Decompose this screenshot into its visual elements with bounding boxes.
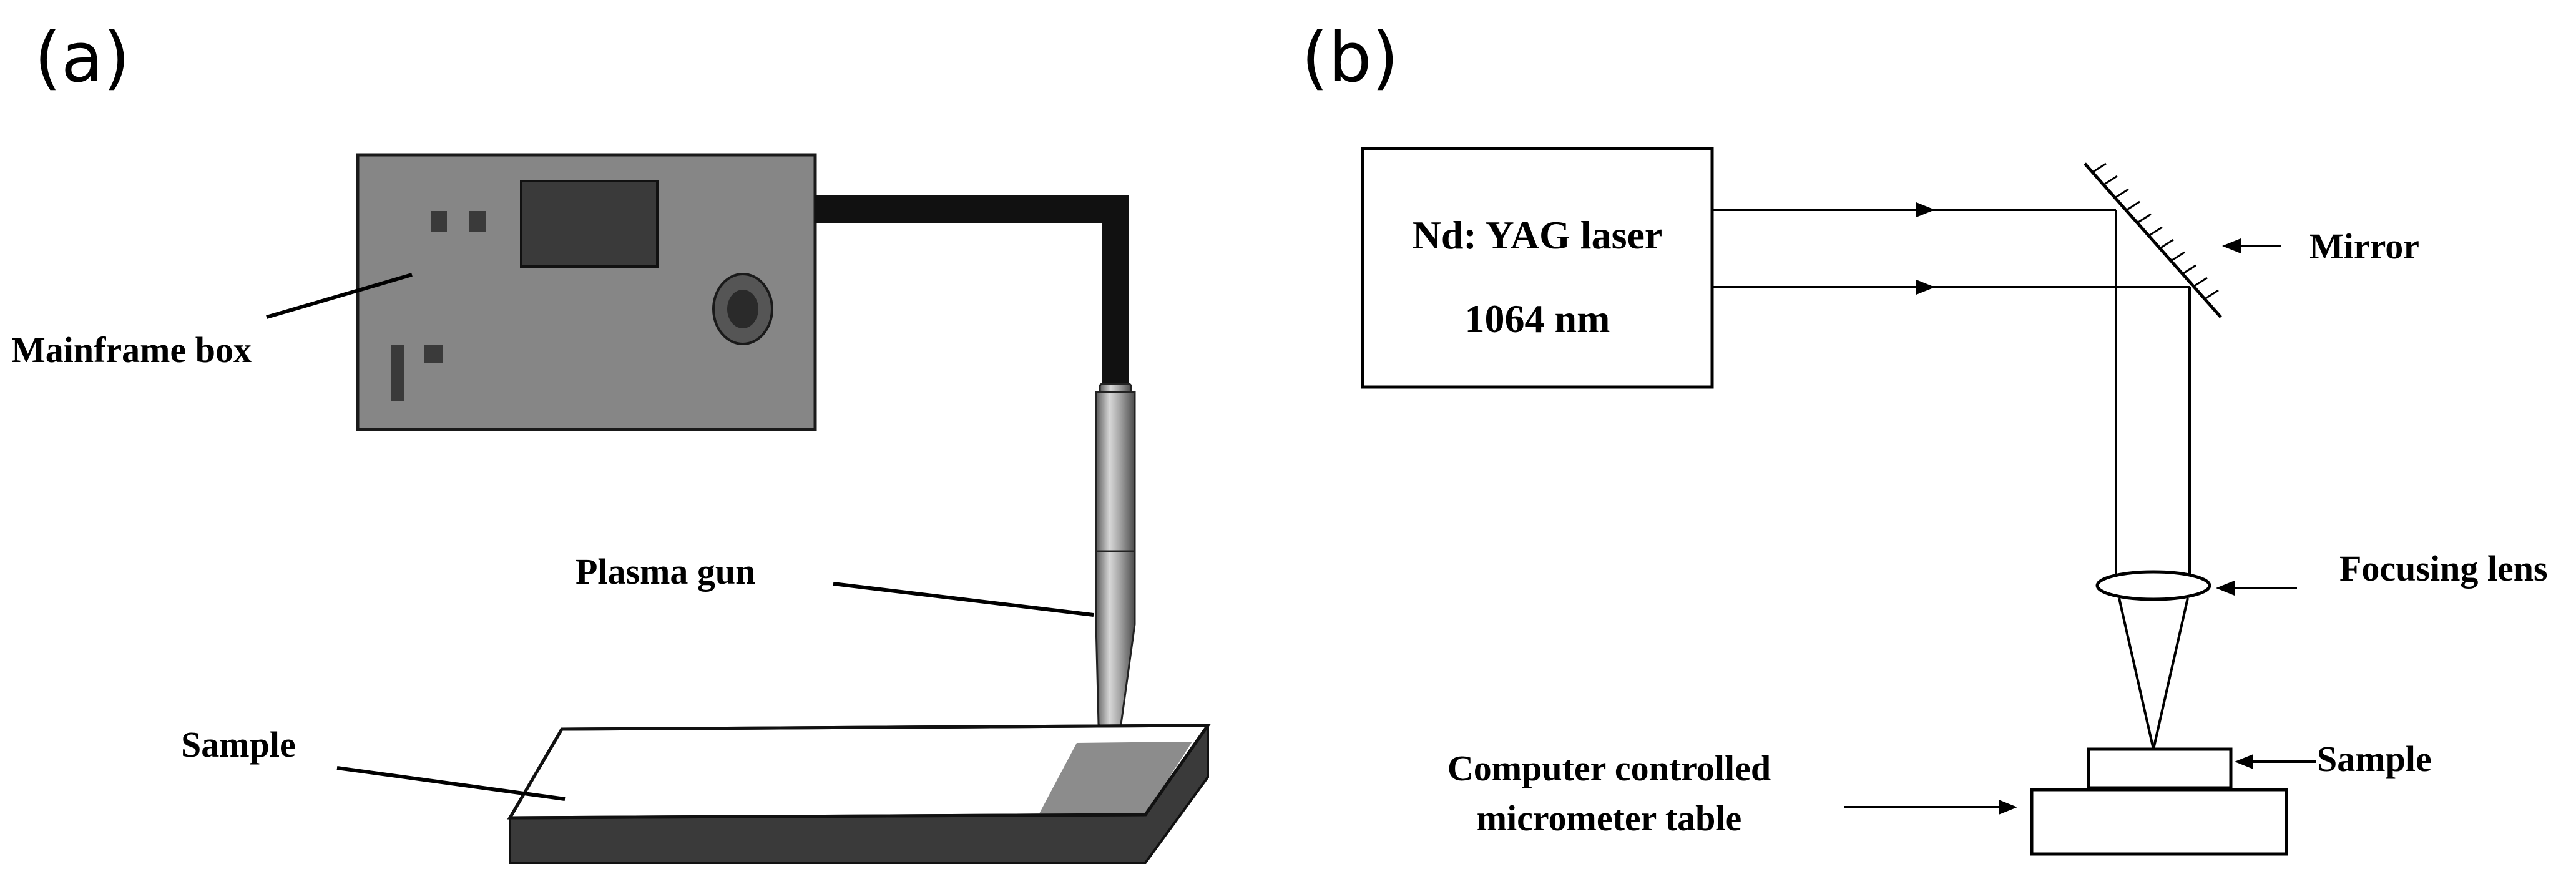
plasma-gun-label: Plasma gun	[575, 551, 755, 592]
panel-a-label: (a)	[34, 17, 130, 97]
sample-outline	[507, 724, 1211, 820]
lens-pointer-arrow-icon	[2216, 581, 2235, 596]
mirror-label: Mirror	[2309, 226, 2419, 267]
focusing-lens-label: Focusing lens	[2339, 548, 2548, 589]
mainframe-label: Mainframe box	[11, 330, 252, 370]
mirror-hatching	[2092, 162, 2219, 300]
beam-upper-arrow-icon	[1916, 202, 1935, 217]
mainframe-knob-center	[727, 290, 758, 328]
mainframe-indicator	[469, 211, 486, 232]
table-pointer-arrow-icon	[1999, 800, 2017, 815]
beam-lower-arrow-icon	[1916, 280, 1935, 295]
panel-b: (b) Nd: YAG laser 1064 nm	[1301, 17, 2548, 856]
mirror-pointer-arrow-icon	[2222, 238, 2241, 253]
treated-area	[1038, 742, 1192, 816]
sample-label-a: Sample	[181, 724, 296, 765]
sample-leader-line	[336, 766, 566, 801]
sample-pointer-arrow-icon	[2235, 754, 2253, 769]
gun-nozzle	[1095, 550, 1136, 745]
panel-a: (a) M	[11, 17, 1211, 864]
panel-b-label: (b)	[1301, 17, 1399, 97]
mainframe-indicator	[431, 211, 447, 232]
micrometer-table	[2030, 788, 2288, 856]
mainframe-box	[356, 153, 817, 431]
mainframe-slot	[391, 345, 404, 401]
plasma-cable	[815, 195, 1129, 387]
laser-wavelength: 1064 nm	[1465, 297, 1610, 341]
sample-label-b: Sample	[2317, 739, 2432, 779]
focused-beam-right	[2152, 597, 2189, 750]
plasma-gun	[1095, 383, 1136, 745]
gun-body	[1095, 391, 1136, 552]
mirror	[2084, 162, 2222, 318]
sample-block-a	[507, 724, 1211, 864]
sample-b	[2087, 747, 2233, 790]
mirror-surface	[2084, 162, 2222, 318]
table-label-line1: Computer controlled	[1447, 748, 1771, 788]
mainframe-indicator	[424, 345, 443, 363]
focused-beam-left	[2118, 597, 2155, 750]
plasma-gun-leader-line	[833, 582, 1094, 617]
laser-box	[1361, 147, 1714, 389]
laser-name: Nd: YAG laser	[1413, 213, 1663, 257]
mainframe-leader-line	[266, 273, 413, 319]
focusing-lens	[2095, 570, 2211, 601]
table-label-line2: micrometer table	[1477, 798, 1742, 838]
mainframe-display	[520, 180, 659, 268]
